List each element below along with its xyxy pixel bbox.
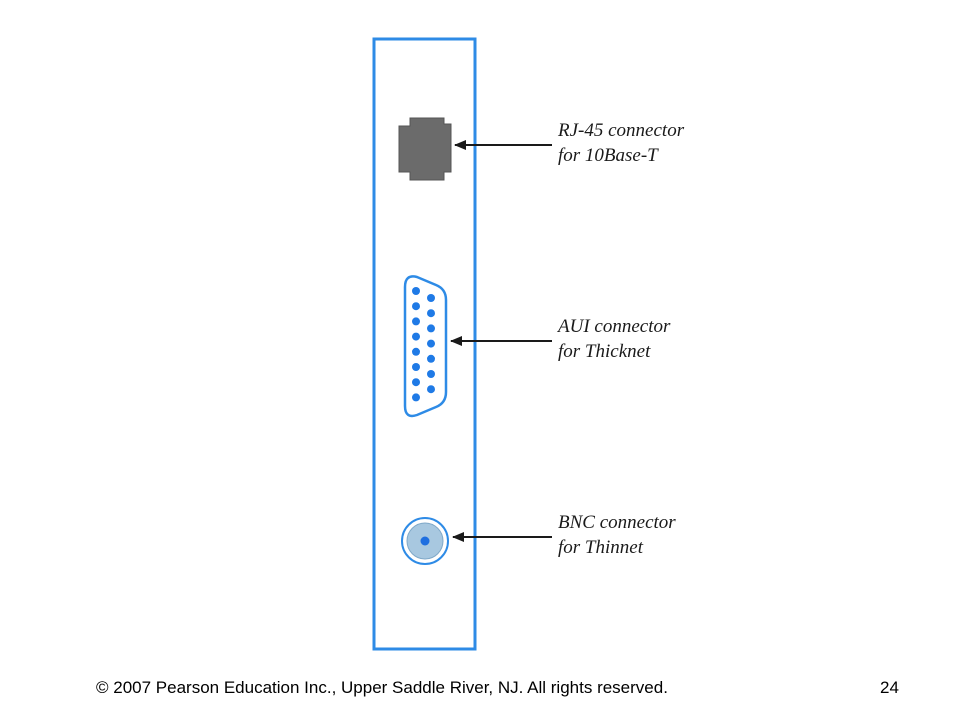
aui-pin xyxy=(427,339,435,348)
aui-label-line1: AUI connector xyxy=(556,316,671,337)
aui-pin xyxy=(412,363,420,371)
aui-pin xyxy=(412,378,420,387)
aui-connector xyxy=(403,275,448,418)
rj45-label-line1: RJ-45 connector xyxy=(557,120,685,141)
rj45-label-line2: for 10Base-T xyxy=(558,145,659,166)
aui-pin xyxy=(412,287,420,295)
aui-label-line2: for Thicknet xyxy=(558,341,651,362)
page-number: 24 xyxy=(880,678,899,697)
bnc-label-line2: for Thinnet xyxy=(558,537,644,558)
aui-pin xyxy=(427,294,435,302)
copyright-footer: © 2007 Pearson Education Inc., Upper Sad… xyxy=(96,678,668,697)
aui-pin xyxy=(427,324,435,333)
aui-pin xyxy=(427,354,435,363)
bnc-label-line1: BNC connector xyxy=(558,512,676,533)
aui-pin xyxy=(427,370,435,378)
aui-pin xyxy=(412,302,420,311)
aui-pin xyxy=(427,309,435,318)
aui-pin xyxy=(412,317,420,326)
aui-pin xyxy=(412,332,420,341)
aui-pins xyxy=(412,287,435,402)
aui-pin xyxy=(412,393,420,402)
bnc-connector xyxy=(401,517,449,565)
aui-pin xyxy=(427,385,435,394)
aui-pin xyxy=(412,347,420,356)
rj45-connector xyxy=(398,117,452,181)
